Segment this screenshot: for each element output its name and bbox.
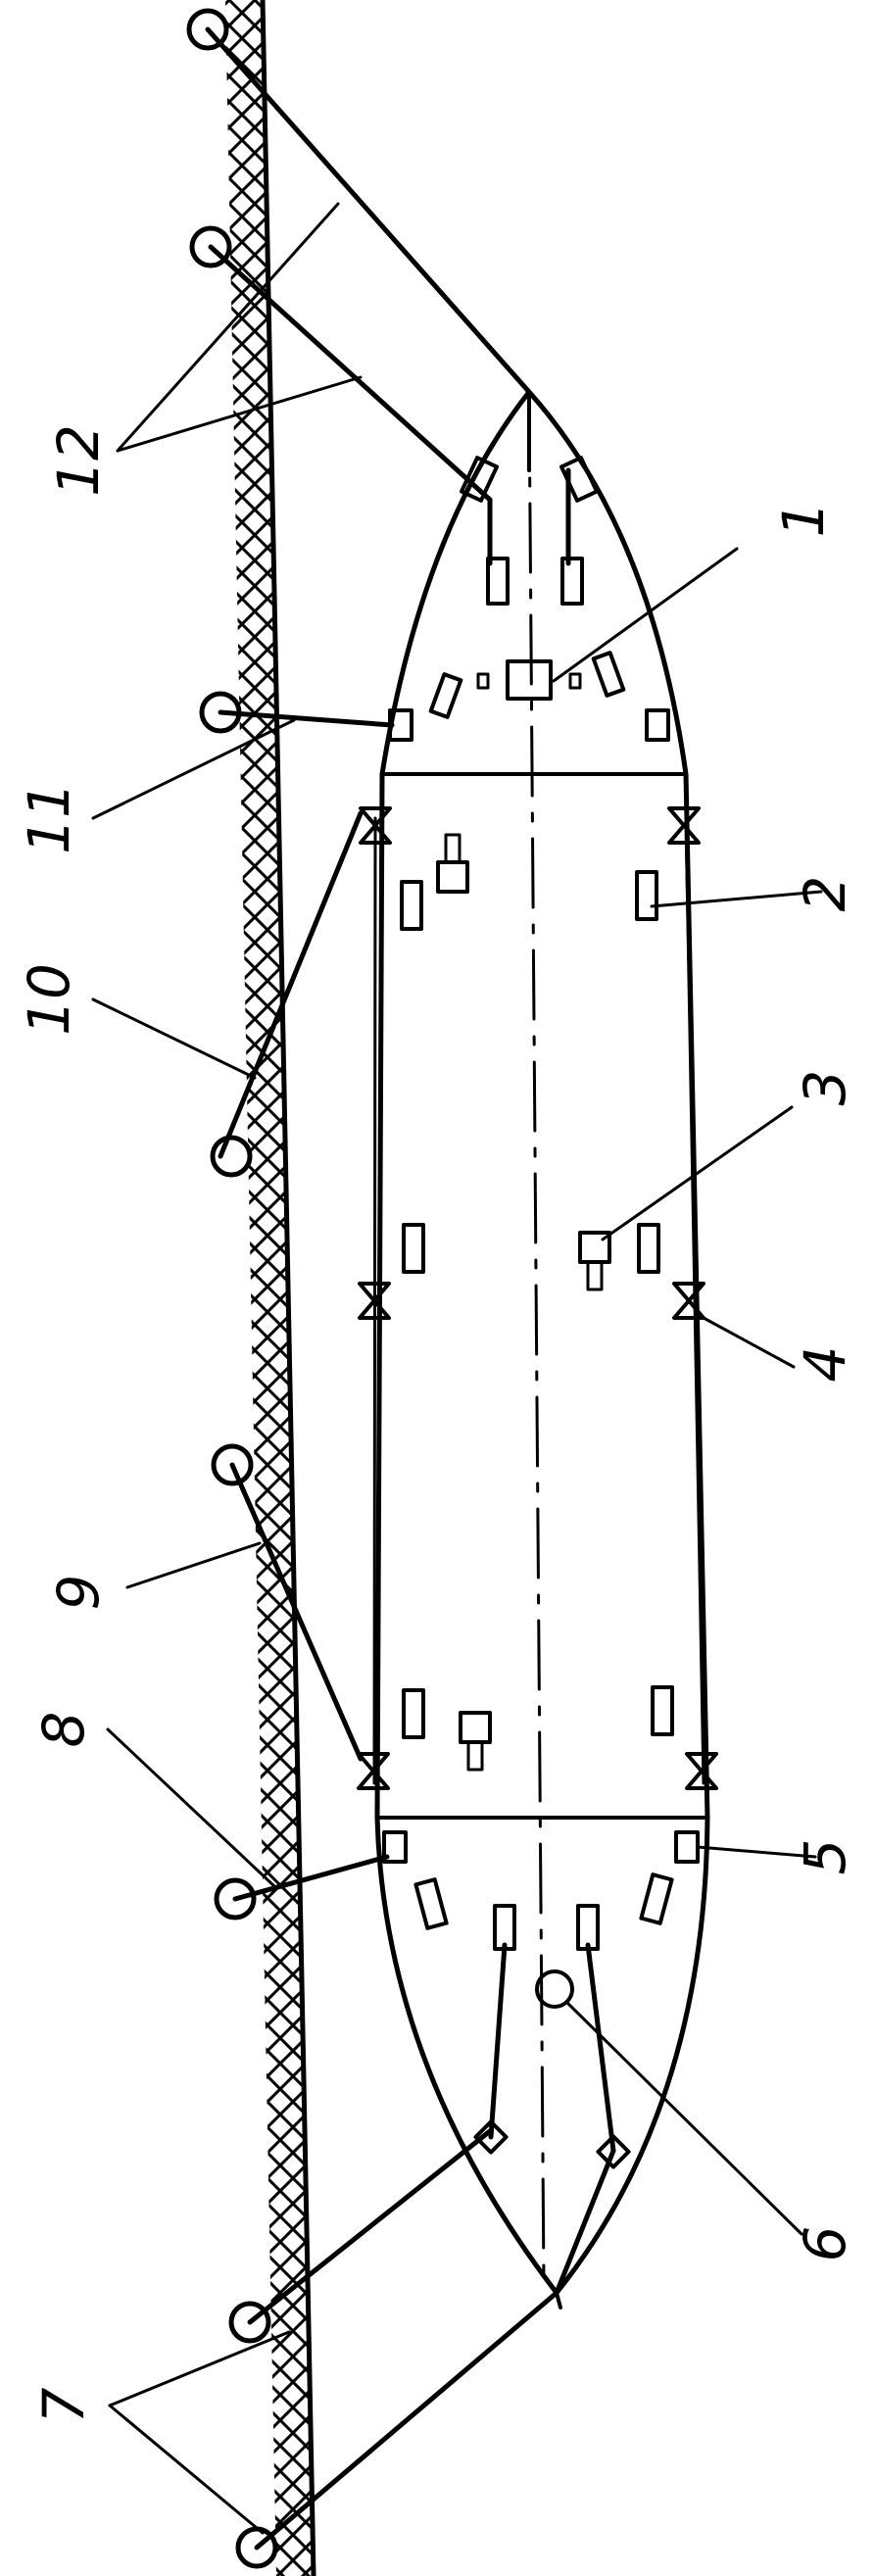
fairlead-icon bbox=[359, 806, 392, 845]
leader-line bbox=[106, 1727, 276, 1888]
leader-line bbox=[696, 1845, 817, 1859]
quay-edge-line bbox=[260, 0, 316, 2576]
fairlead-icon bbox=[685, 1752, 718, 1790]
leader-line bbox=[91, 718, 296, 820]
leader-line bbox=[116, 202, 340, 453]
fairlead-icon bbox=[358, 1282, 391, 1320]
line-lead bbox=[585, 1942, 616, 2154]
callout-label-9: 9 bbox=[45, 1575, 112, 1611]
capstan-icon bbox=[535, 1969, 574, 2009]
leader-line bbox=[601, 1105, 794, 1241]
fairlead-icon bbox=[672, 1282, 705, 1320]
bitt-icon bbox=[402, 1688, 425, 1739]
callout-label-5: 5 bbox=[792, 1839, 858, 1875]
spring-line bbox=[218, 810, 364, 1159]
callout-label-8: 8 bbox=[30, 1712, 97, 1748]
mooring-lines bbox=[205, 26, 616, 2551]
line-lead bbox=[554, 2148, 616, 2296]
capstans bbox=[436, 659, 611, 2009]
callout-label-4: 4 bbox=[792, 1346, 858, 1383]
head-line bbox=[208, 244, 493, 503]
head-line bbox=[205, 26, 532, 395]
windlass-icon bbox=[568, 672, 582, 690]
bollard-circle bbox=[228, 2301, 271, 2344]
callout-label-10: 10 bbox=[16, 963, 82, 1036]
callout-label-3: 3 bbox=[792, 1070, 858, 1106]
fairlead-icon bbox=[667, 806, 701, 845]
windlass-icon bbox=[506, 659, 553, 701]
leader-line bbox=[566, 2002, 803, 2236]
chock-icon bbox=[596, 2134, 631, 2169]
bitt-icon bbox=[428, 672, 463, 719]
bollard-circle bbox=[186, 8, 229, 51]
stern-line bbox=[247, 2128, 493, 2325]
callout-label-11: 11 bbox=[16, 782, 82, 854]
callout-label-2: 2 bbox=[792, 876, 858, 912]
bitt-icon bbox=[635, 870, 658, 921]
bitt-icon bbox=[637, 1223, 660, 1274]
callout-label-7: 7 bbox=[30, 2387, 97, 2423]
leader-line bbox=[702, 1316, 796, 1369]
bollard-circle bbox=[211, 1443, 254, 1486]
bitt-icon bbox=[651, 1685, 674, 1736]
bitt-icon bbox=[560, 557, 584, 606]
callout-labels: 12 1 11 10 2 3 4 9 8 5 6 7 bbox=[16, 424, 858, 2423]
windlass-icon bbox=[476, 672, 490, 690]
bollard-circle bbox=[214, 1877, 257, 1920]
leader-line bbox=[108, 2404, 265, 2535]
bitt-icon bbox=[576, 1904, 600, 1951]
leader-lines bbox=[91, 202, 823, 2535]
leader-line bbox=[91, 997, 257, 1080]
line-lead bbox=[488, 1942, 508, 2140]
bitt-icon bbox=[402, 1223, 425, 1274]
chock-icon bbox=[382, 1830, 408, 1864]
chock-icon bbox=[473, 2119, 509, 2155]
callout-label-12: 12 bbox=[45, 424, 112, 497]
fairlead-icon bbox=[357, 1752, 390, 1790]
starboard-rail bbox=[684, 816, 705, 1785]
stern-line bbox=[254, 2290, 559, 2551]
callout-label-1: 1 bbox=[770, 502, 837, 538]
leader-line bbox=[125, 1541, 262, 1589]
leader-line bbox=[108, 2330, 291, 2407]
deck-bitts bbox=[400, 557, 674, 1951]
callout-label-6: 6 bbox=[792, 2226, 858, 2262]
bitt-icon bbox=[639, 1872, 674, 1925]
bitt-icon bbox=[591, 651, 626, 698]
bitt-icon bbox=[400, 880, 423, 931]
breast-line bbox=[218, 709, 395, 728]
chock-icon bbox=[674, 1830, 700, 1864]
bollard-circle bbox=[210, 1135, 253, 1178]
bollard-circle bbox=[189, 225, 232, 268]
quay-wall bbox=[225, 0, 316, 2576]
winch-icon bbox=[444, 833, 462, 864]
winch-icon bbox=[466, 1740, 484, 1772]
leader-line bbox=[116, 375, 363, 453]
bitt-icon bbox=[413, 1877, 449, 1930]
ship-hull bbox=[372, 389, 710, 2309]
chock-icon bbox=[645, 708, 670, 742]
chock-icon bbox=[460, 456, 499, 503]
bitt-icon bbox=[486, 557, 510, 606]
leader-line bbox=[650, 890, 823, 908]
fairleads bbox=[357, 806, 718, 1790]
leader-line bbox=[552, 547, 739, 683]
ship-centerline bbox=[527, 390, 546, 2285]
winch-icon bbox=[586, 1260, 604, 1291]
winch-icon bbox=[459, 1711, 492, 1744]
bitt-icon bbox=[493, 1904, 516, 1951]
winch-icon bbox=[436, 860, 469, 894]
spring-line bbox=[229, 1462, 364, 1762]
breast-line bbox=[232, 1854, 390, 1902]
